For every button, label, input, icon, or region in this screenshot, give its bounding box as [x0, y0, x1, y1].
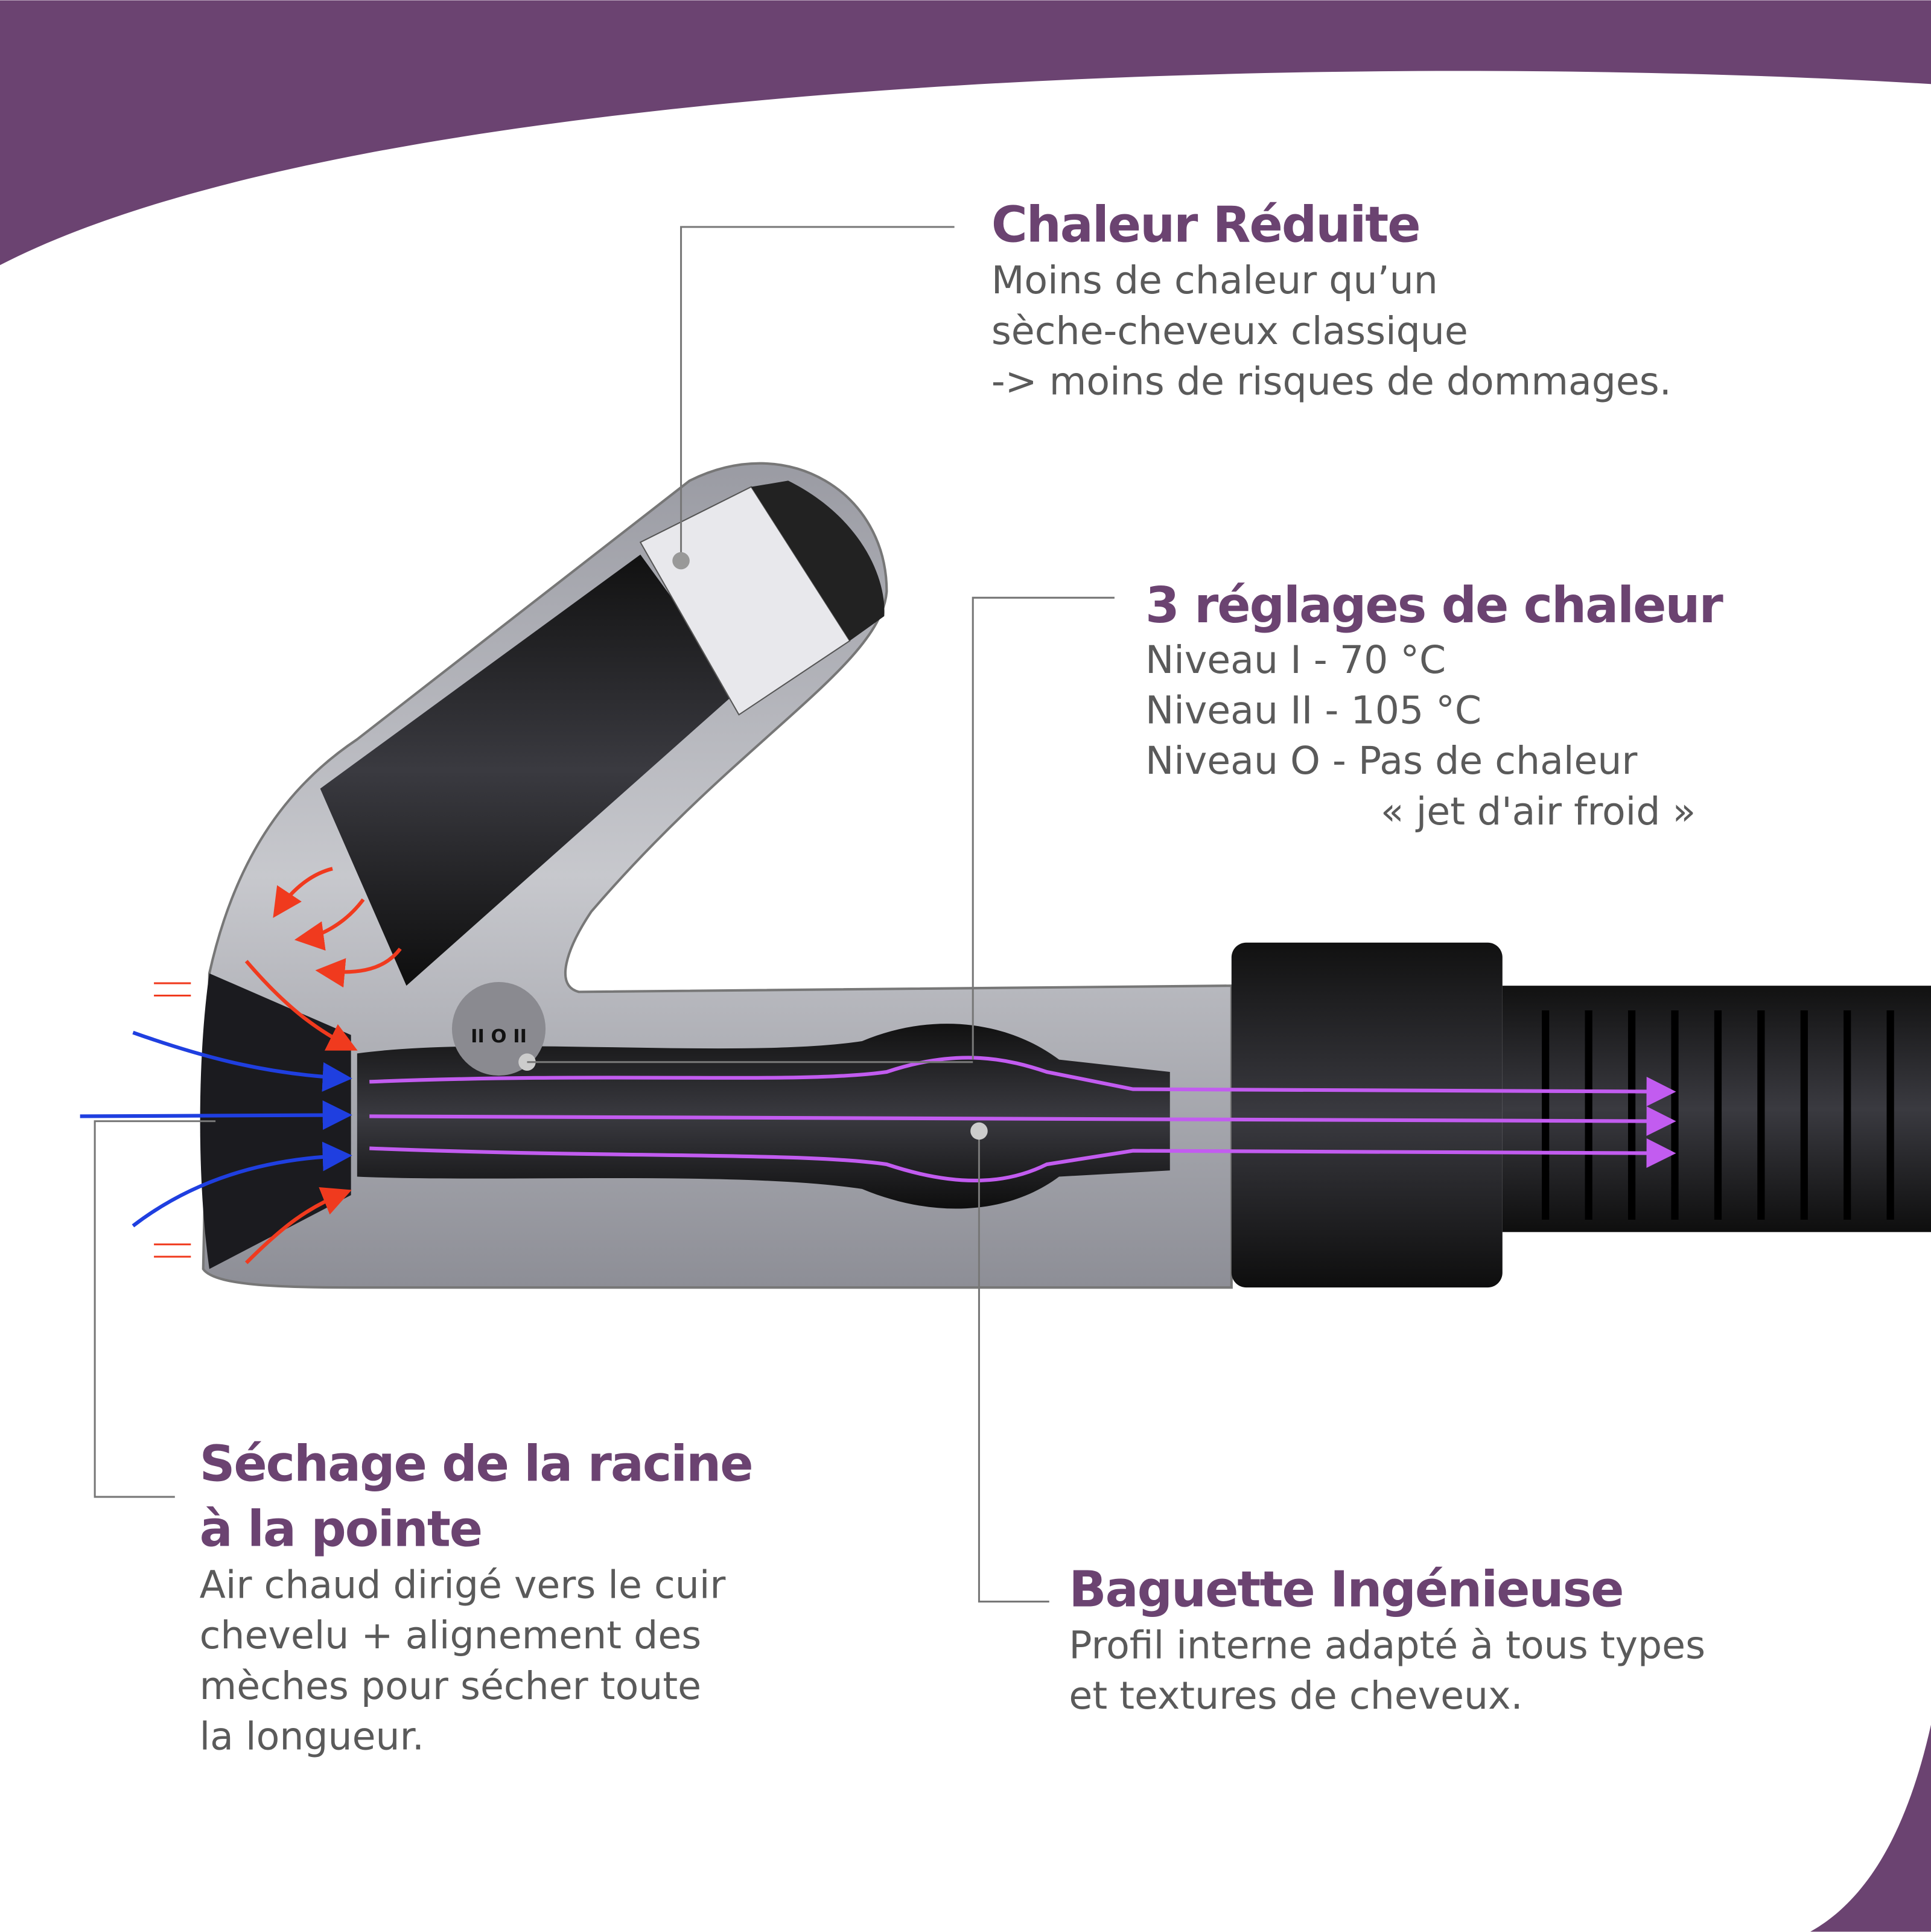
- feature-line: Niveau O - Pas de chaleur: [1145, 738, 1638, 783]
- feature-line: « jet d'air froid »: [1381, 789, 1696, 834]
- heat-switch-label: II O II: [471, 1026, 527, 1047]
- leader-lines: [94, 226, 1115, 1603]
- hose: [1502, 986, 1931, 1232]
- feature-reglages: 3 réglages de chaleur Niveau I - 70 °C N…: [1145, 577, 1725, 834]
- feature-title: Chaleur Réduite: [991, 197, 1420, 254]
- feature-line: Profil interne adapté à tous types: [1069, 1622, 1705, 1667]
- feature-title: 3 réglages de chaleur: [1145, 577, 1724, 634]
- feature-line: -> moins de risques de dommages.: [991, 359, 1672, 404]
- feature-line: mèches pour sécher toute: [200, 1663, 701, 1708]
- feature-line: chevelu + alignement des: [200, 1613, 702, 1657]
- feature-chaleur-reduite: Chaleur Réduite Moins de chaleur qu’un s…: [991, 197, 1672, 404]
- feature-line: sèche-cheveux classique: [991, 308, 1468, 353]
- feature-title: à la pointe: [200, 1501, 482, 1558]
- feature-line: la longueur.: [200, 1714, 424, 1758]
- feature-title: Baguette Ingénieuse: [1069, 1561, 1623, 1619]
- feature-line: et textures de cheveux.: [1069, 1673, 1522, 1718]
- feature-line: Moins de chaleur qu’un: [991, 258, 1438, 302]
- airflow-arrows: [80, 867, 1676, 1264]
- feature-sechage: Séchage de la racine à la pointe Air cha…: [200, 1436, 754, 1759]
- coupling: [1231, 942, 1503, 1288]
- feature-line: Niveau II - 105 °C: [1145, 687, 1481, 732]
- motor-housing: [320, 554, 739, 986]
- feature-line: Niveau I - 70 °C: [1145, 637, 1446, 682]
- air-filter: [751, 480, 885, 641]
- nozzle-tip: [200, 973, 351, 1269]
- hair-dryer-brush-illustration: II O II: [80, 462, 1931, 1289]
- heat-switch: [451, 982, 546, 1076]
- feature-line: Air chaud dirigé vers le cuir: [200, 1562, 726, 1607]
- feature-title: Séchage de la racine: [200, 1436, 752, 1493]
- feature-baguette: Baguette Ingénieuse Profil interne adapt…: [1069, 1561, 1705, 1718]
- header-band: [0, 0, 1931, 266]
- corner-band: [1810, 1724, 1931, 1932]
